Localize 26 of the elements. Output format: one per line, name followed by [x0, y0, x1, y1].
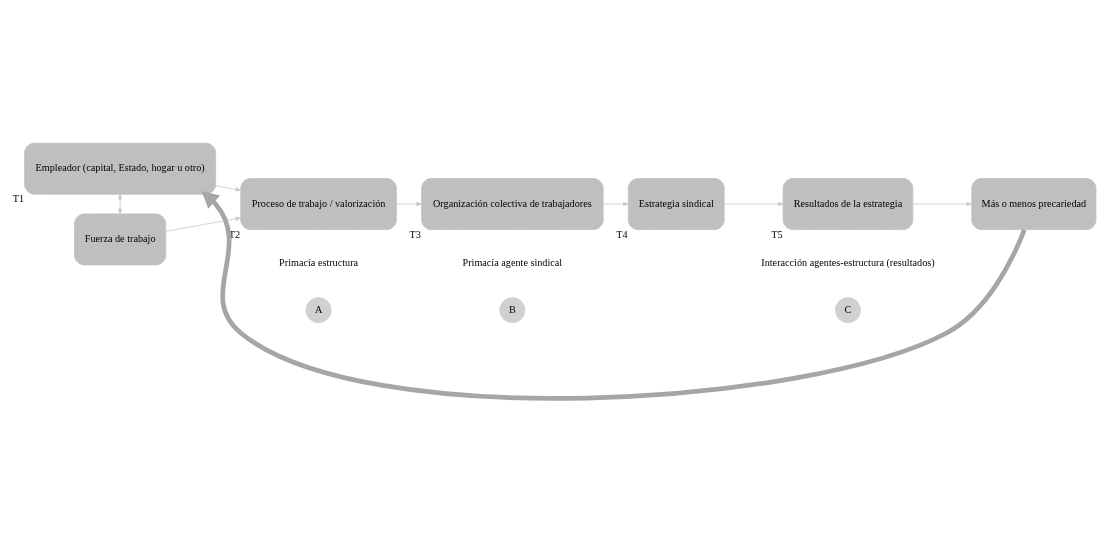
- arrow: [723, 201, 784, 206]
- node-circle: B: [499, 296, 526, 323]
- node-label: T5: [771, 228, 783, 240]
- node-box: Organización colectiva de trabajadores: [421, 177, 604, 230]
- label: Primacía estructura: [279, 256, 359, 268]
- arrow: [602, 201, 629, 206]
- node-circle: C: [835, 296, 861, 323]
- arrow: [165, 216, 242, 232]
- node-box: Empleador (capital, Estado, hogar u otro): [24, 142, 216, 195]
- label: Primacía agente sindical: [462, 256, 563, 268]
- arrow: [396, 201, 422, 206]
- node-box: Resultados de la estrategia: [782, 177, 914, 230]
- arrow: [912, 201, 972, 206]
- arrow: [201, 190, 1027, 400]
- node-label: T3: [409, 228, 421, 240]
- node-box: Más o menos precariedad: [971, 177, 1097, 230]
- node-label: T4: [616, 228, 628, 240]
- node-label: T1: [12, 192, 25, 204]
- arrow: [118, 193, 123, 214]
- arrow: [215, 184, 241, 191]
- node-label: T2: [228, 228, 241, 240]
- node-box: Fuerza de trabajo: [74, 213, 167, 265]
- node-box: Estrategia sindical: [627, 177, 725, 230]
- node-circle: A: [305, 296, 332, 323]
- label: Interacción agentes-estructura (resultados): [761, 256, 935, 268]
- node-box: Proceso de trabajo / valorización: [240, 177, 397, 230]
